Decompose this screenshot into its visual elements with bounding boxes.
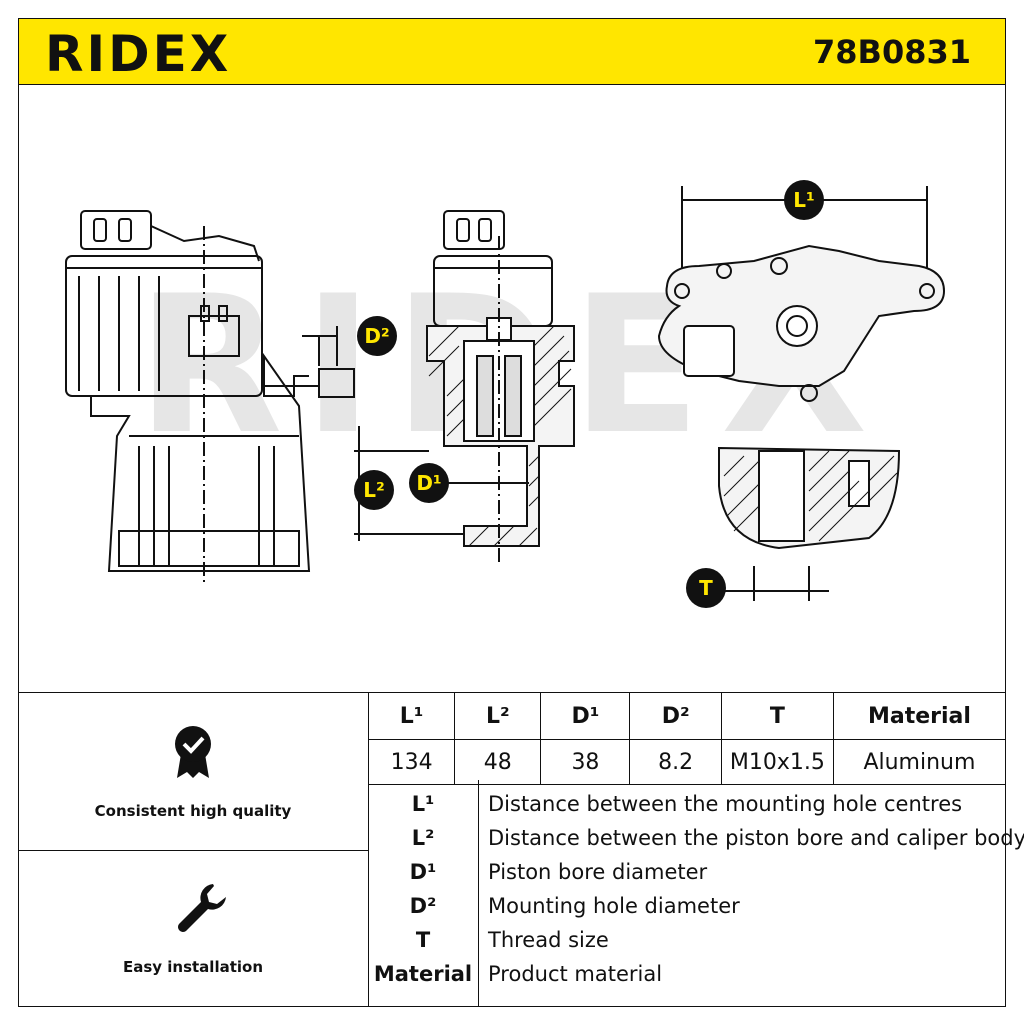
caliper-top-view (657, 186, 946, 402)
spec-value-d2: 8.2 (629, 739, 722, 785)
legend-desc: Mounting hole diameter (488, 894, 740, 918)
legend-row: D¹ Piston bore diameter (368, 860, 1006, 894)
legend-desc: Product material (488, 962, 663, 986)
callout-l1: L¹ (784, 180, 824, 220)
spec-table-header: L¹ L² D¹ D² T Material (367, 692, 1007, 740)
spec-header-d1: D¹ (540, 692, 631, 740)
technical-drawing: RIDEX (65, 180, 946, 608)
callout-d1-label: D¹ (416, 471, 441, 495)
feature-divider (18, 850, 368, 851)
spec-value-d1: 38 (540, 739, 631, 785)
header-bar: RIDEX 78B0831 (18, 18, 1006, 85)
spec-header-material: Material (832, 692, 1007, 740)
feature-installation: Easy installation (18, 850, 368, 1007)
spec-value-l1: 134 (367, 739, 456, 785)
caliper-side-view (65, 210, 355, 586)
legend-desc: Distance between the piston bore and cal… (488, 826, 1024, 850)
callout-l1-label: L¹ (793, 188, 815, 212)
legend-row: T Thread size (368, 928, 1006, 962)
legend-desc: Thread size (488, 928, 609, 952)
spec-value-material: Aluminum (832, 739, 1007, 785)
legend-row: D² Mounting hole diameter (368, 894, 1006, 928)
spec-header-l1: L¹ (367, 692, 456, 740)
legend-key: D¹ (409, 860, 437, 884)
feature-installation-label: Easy installation (122, 958, 264, 976)
spec-value-l2: 48 (454, 739, 542, 785)
quality-badge-icon (175, 726, 211, 778)
legend-key: L¹ (411, 792, 435, 816)
spec-table: L¹ L² D¹ D² T Material 134 48 38 8.2 M10… (367, 692, 1007, 785)
column-divider (368, 692, 369, 1007)
spec-header-d2: D² (629, 692, 722, 740)
legend-key: L² (411, 826, 435, 850)
legend-key: D² (409, 894, 437, 918)
callout-t-label: T (699, 576, 713, 600)
callout-d1: D¹ (409, 463, 449, 503)
callout-t: T (686, 568, 726, 608)
sheet-frame (18, 85, 1006, 1007)
callout-d2-label: D² (364, 324, 389, 348)
part-number: 78B0831 (813, 33, 971, 71)
legend-desc: Piston bore diameter (488, 860, 708, 884)
legend-row: L² Distance between the piston bore and … (368, 826, 1024, 860)
callout-l2-label: L² (363, 478, 385, 502)
callout-l2: L² (354, 470, 394, 510)
feature-quality: Consistent high quality (18, 692, 368, 850)
spec-table-values: 134 48 38 8.2 M10x1.5 Aluminum (367, 739, 1007, 785)
thread-section-view (718, 446, 901, 601)
legend-row: L¹ Distance between the mounting hole ce… (368, 792, 1006, 826)
feature-quality-label: Consistent high quality (94, 802, 292, 820)
wrench-icon (178, 884, 226, 932)
legend-row: Material Product material (368, 962, 1006, 996)
legend-desc: Distance between the mounting hole centr… (488, 792, 963, 816)
callout-d2: D² (357, 316, 397, 356)
caliper-section-view (302, 210, 575, 566)
legend-divider (478, 780, 479, 1007)
legend: L¹ Distance between the mounting hole ce… (368, 780, 1024, 1006)
legend-key: T (415, 928, 431, 952)
spec-value-t: M10x1.5 (720, 739, 834, 785)
legend-key: Material (373, 962, 473, 986)
brand-logo: RIDEX (45, 25, 232, 83)
spec-header-t: T (720, 692, 834, 740)
spec-header-l2: L² (454, 692, 542, 740)
